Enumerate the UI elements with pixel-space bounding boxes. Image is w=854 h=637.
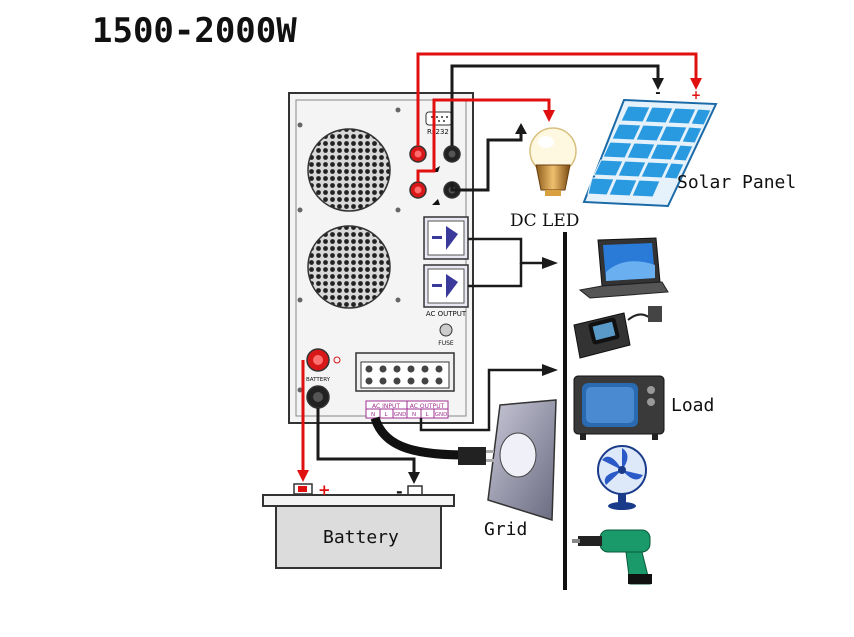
terminal-ac-output-label: AC OUTPUT (410, 403, 445, 410)
battery-wires (301, 360, 416, 476)
terminal-gnd-in: GND (394, 412, 407, 418)
dc-led-wires (416, 98, 551, 192)
terminal-ac-input-label: AC INPUT (372, 403, 400, 410)
dc-led-bulb (529, 127, 577, 196)
solar-panel-label: Solar Panel (677, 172, 796, 193)
ac-terminal-block: AC INPUT AC OUTPUT N L GND N L GND (355, 352, 455, 419)
power-drill-icon (572, 529, 652, 585)
terminal-gnd-out: GND (435, 412, 448, 418)
battery-terminals: BATTERY (306, 348, 341, 409)
battery-negative: - (396, 482, 403, 501)
pv-terminals (409, 145, 461, 172)
ac-output-wires (468, 237, 546, 288)
battery: + - (262, 481, 455, 569)
cooling-fan-bottom (307, 225, 391, 309)
ac-output-label: AC OUTPUT (426, 310, 467, 318)
electric-fan-icon (597, 445, 647, 510)
pv-wires (416, 52, 698, 146)
grid-label: Grid (484, 519, 527, 540)
laptop-icon (578, 237, 669, 299)
dc-led-label: DC LED (510, 211, 579, 231)
inverter-unit: Rs232 AC (288, 92, 474, 424)
terminal-n-in: N (371, 412, 375, 418)
cooling-fan-top (307, 128, 391, 212)
ac-output-socket-2 (423, 264, 469, 308)
page-title: 1500-2000W (92, 11, 297, 51)
mobile-charger-icon (573, 306, 662, 359)
grid-socket (370, 399, 557, 522)
ac-output-socket-1 (423, 216, 469, 260)
fuse-label: FUSE (438, 340, 454, 347)
rs232-label: Rs232 (427, 128, 449, 136)
rs232-port: Rs232 (425, 111, 453, 136)
fuse-holder (439, 323, 453, 337)
load-label: Load (671, 395, 714, 416)
battery-positive: + (318, 481, 331, 499)
terminal-l-in: L (384, 412, 388, 418)
television-icon (573, 375, 665, 440)
terminal-l-out: L (425, 412, 429, 418)
solar-panel: - + (582, 86, 718, 208)
grid-output-wire (419, 368, 546, 432)
battery-port-label: BATTERY (306, 377, 331, 383)
solar-panel-negative: - (655, 86, 660, 101)
terminal-n-out: N (412, 412, 416, 418)
battery-label: Battery (323, 527, 399, 548)
solar-panel-positive: + (691, 88, 701, 102)
